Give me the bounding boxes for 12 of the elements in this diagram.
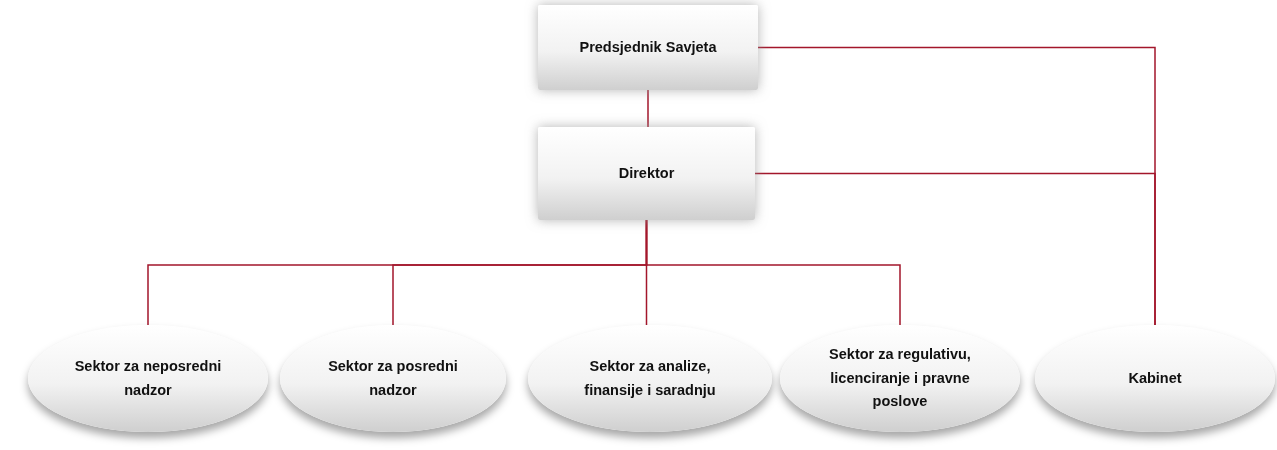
- node-label: Sektor za neposredni nadzor: [73, 356, 223, 400]
- position-box: [538, 127, 755, 220]
- connector-line: [645, 219, 901, 326]
- node-label: Predsjednik Savjeta: [579, 37, 717, 57]
- node-label: Kabinet: [1128, 368, 1182, 388]
- node-label: Sektor za regulativu, licenciranje i pravne poslove: [828, 344, 972, 412]
- connector-line: [754, 172, 1156, 326]
- node-label: Direktor: [618, 163, 675, 183]
- connector-line: [647, 89, 649, 128]
- node-label: Sektor za posredni nadzor: [327, 356, 459, 400]
- node-label: Sektor za analize, finansije i saradnju: [583, 356, 717, 400]
- position-box: [538, 5, 758, 90]
